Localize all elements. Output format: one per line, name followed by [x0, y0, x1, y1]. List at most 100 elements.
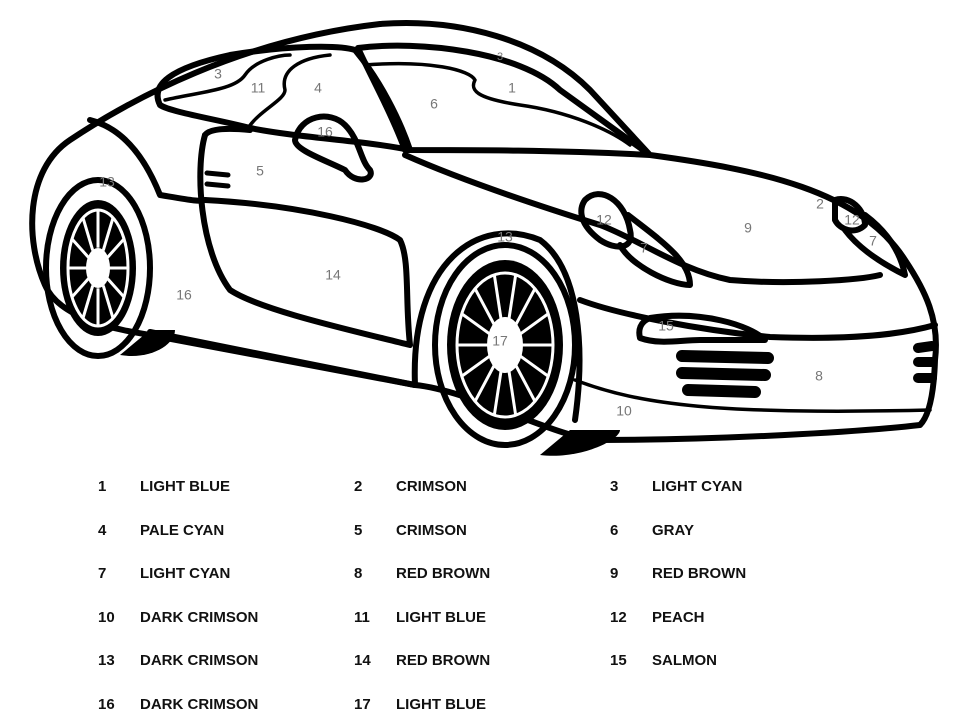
- front-wheel-arch: [411, 230, 583, 423]
- wheel-spoke: [519, 354, 550, 378]
- wheel-spoke: [81, 217, 95, 251]
- car-body-outline: [29, 20, 939, 443]
- legend-number: 8: [354, 565, 363, 583]
- region-number: 16: [317, 124, 333, 140]
- legend-color: GRAY: [652, 521, 694, 539]
- region-number: 7: [640, 240, 648, 256]
- legend-color: LIGHT CYAN: [140, 565, 231, 583]
- region-number: 10: [616, 403, 632, 419]
- legend-color: CRIMSON: [396, 478, 467, 495]
- region-number: 15: [658, 318, 674, 334]
- door-top: [202, 125, 253, 138]
- windshield: [355, 42, 653, 158]
- region-number: 13: [99, 174, 115, 190]
- region-number: 6: [430, 96, 438, 112]
- rear-tire: [43, 177, 153, 359]
- legend-color: SALMON: [652, 652, 717, 670]
- region-number: 11: [251, 80, 266, 96]
- region-number: 3: [214, 66, 222, 82]
- legend-number: 13: [98, 652, 115, 670]
- legend-number: 4: [98, 521, 107, 539]
- wheel-spoke: [70, 237, 91, 259]
- legend-number: 3: [610, 478, 619, 495]
- rear-spokes: [68, 210, 128, 326]
- wheel-spoke: [514, 288, 537, 327]
- front-spokes: [457, 274, 553, 416]
- front-grille: [676, 350, 774, 398]
- region-number: 3: [497, 51, 503, 63]
- legend-number: 16: [98, 696, 115, 713]
- wheel-spoke: [507, 369, 518, 416]
- right-headlight: [832, 196, 868, 234]
- legend-color: CRIMSON: [396, 521, 467, 539]
- legend-color: LIGHT BLUE: [396, 696, 486, 713]
- legend-number: 12: [610, 608, 627, 626]
- left-headlight: [578, 191, 634, 250]
- rear-hub: [86, 248, 110, 288]
- legend-color: RED BROWN: [396, 652, 491, 670]
- legend-color: DARK CRIMSON: [140, 652, 259, 670]
- region-number: 14: [325, 267, 341, 283]
- region-number: 1: [508, 80, 516, 96]
- region-number: 7: [869, 233, 877, 249]
- region-number: 2: [816, 196, 824, 212]
- region-number: 5: [256, 163, 264, 179]
- front-tire: [432, 242, 578, 448]
- door: [197, 132, 413, 348]
- window-line: [163, 53, 292, 102]
- side-window: [154, 43, 413, 153]
- legend-color: DARK CRIMSON: [140, 608, 259, 626]
- legend-number: 15: [610, 652, 627, 670]
- fog-light: [636, 312, 768, 345]
- lip-line: [573, 378, 932, 413]
- legend-number: 1: [98, 478, 107, 495]
- bumper-line: [577, 297, 938, 341]
- region-number: 12: [596, 212, 612, 228]
- wheel-spoke: [514, 363, 537, 402]
- legend-number: 14: [354, 652, 371, 670]
- legend-color: PALE CYAN: [140, 521, 225, 539]
- hood-line: [402, 152, 883, 286]
- legend-number: 10: [98, 608, 115, 626]
- front-shadow: [540, 430, 620, 456]
- wheel-spoke: [492, 274, 503, 321]
- region-number: 8: [815, 368, 823, 384]
- region-number: 4: [314, 80, 322, 96]
- region-number: 16: [176, 287, 192, 303]
- wheel-spoke: [473, 363, 496, 402]
- legend-color: LIGHT BLUE: [396, 608, 486, 626]
- window-line: [246, 53, 332, 130]
- front-hub: [487, 317, 523, 373]
- side-mirror: [292, 113, 374, 183]
- region-number: 12: [844, 212, 860, 228]
- car-coloring-drawing: 3 11 4 16 6 1 3 5 13 17 16 14 13 17 12 7…: [29, 20, 939, 456]
- wheel-spoke: [105, 237, 126, 259]
- legend-color: DARK CRIMSON: [140, 696, 259, 713]
- legend-color: PEACH: [652, 608, 705, 626]
- region-number: 13: [497, 229, 513, 245]
- rear-fender-line: [87, 117, 208, 204]
- wheel-spoke: [473, 288, 496, 327]
- legend-color: LIGHT CYAN: [652, 478, 743, 495]
- side-skirt: [147, 329, 418, 388]
- wheel-spoke: [519, 312, 550, 336]
- legend-number: 7: [98, 565, 107, 583]
- legend-number: 6: [610, 521, 619, 539]
- wheel-spoke: [507, 274, 518, 321]
- legend-number: 5: [354, 521, 363, 539]
- legend-number: 11: [354, 608, 370, 626]
- region-number: 17: [90, 260, 106, 276]
- wheel-spoke: [101, 285, 115, 319]
- legend-color: LIGHT BLUE: [140, 478, 230, 495]
- left-headlight-housing: [617, 212, 693, 288]
- legend-number: 2: [354, 478, 363, 495]
- windshield-line: [363, 61, 632, 147]
- wheel-spoke: [70, 277, 91, 299]
- legend-color: RED BROWN: [396, 565, 491, 583]
- wheel-spoke: [101, 217, 115, 251]
- wheel-spoke: [105, 277, 126, 299]
- legend-color: RED BROWN: [652, 565, 747, 583]
- door-handle-icon: [204, 170, 231, 189]
- legend-number: 17: [354, 696, 371, 713]
- region-number: 9: [744, 220, 752, 236]
